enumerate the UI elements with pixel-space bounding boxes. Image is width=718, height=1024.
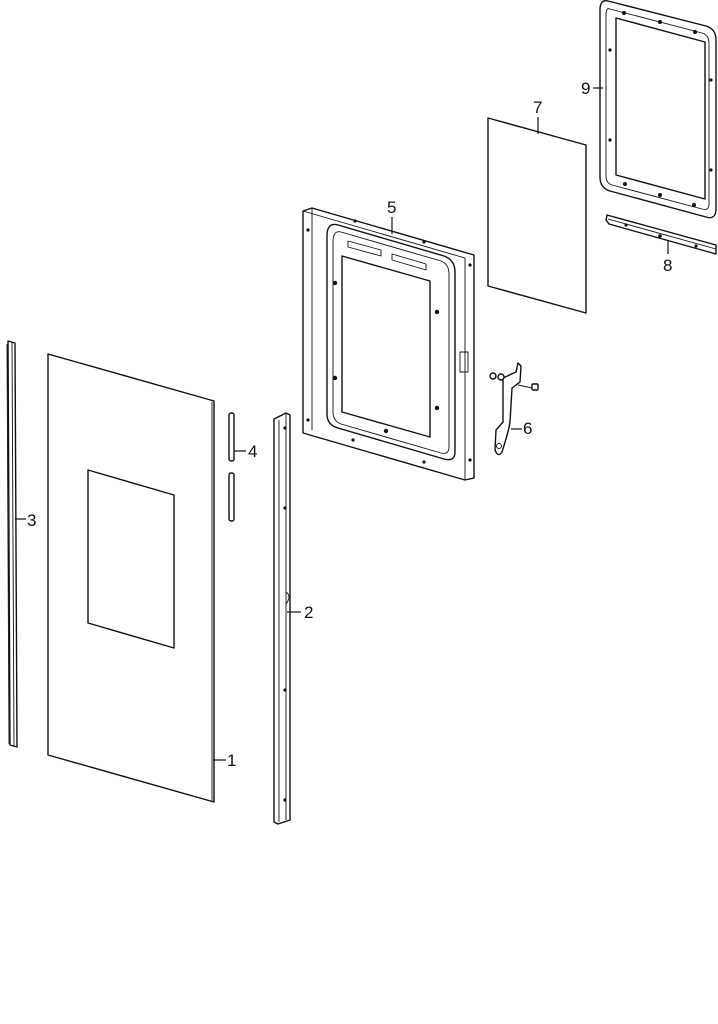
callout-6: 6: [523, 419, 532, 438]
part-4-rods: [228, 412, 235, 522]
callout-8: 8: [663, 256, 672, 275]
part-9-gasket-frame: [599, 0, 717, 219]
part-2-hinge-channel: [273, 412, 291, 825]
part-3-side-trim: [6, 340, 18, 748]
part-8-bottom-strip: [605, 214, 717, 255]
part-6-hinge-bracket: [489, 362, 539, 456]
callout-2: 2: [304, 603, 313, 622]
callout-5: 5: [387, 198, 396, 217]
callout-1: 1: [227, 751, 236, 770]
part-7-glass-pane: [487, 117, 587, 314]
callout-4: 4: [248, 442, 257, 461]
callout-7: 7: [533, 98, 542, 117]
leader-lines: [15, 87, 669, 761]
callout-3: 3: [27, 511, 36, 530]
part-1-outer-door-panel: [47, 353, 215, 803]
callout-9: 9: [581, 79, 590, 98]
part-5-inner-door-frame: [302, 207, 475, 481]
